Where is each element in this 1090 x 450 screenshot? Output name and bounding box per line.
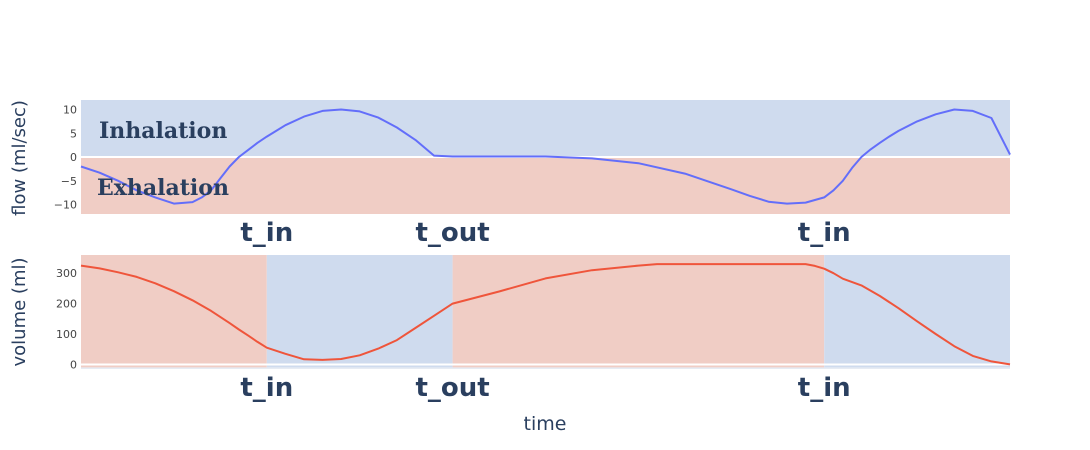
volume-event-label: t_out (415, 373, 489, 403)
flow-exhalation-region (81, 157, 1010, 214)
flow-series-line (80, 108, 1011, 205)
flow-y-tick-label: 10 (63, 104, 77, 117)
volume-y-tick-label: 0 (70, 358, 77, 371)
flow-inhalation-region (81, 100, 1010, 157)
volume-panel: 300 200 100 0 t_in t_out t_in (56, 255, 1011, 403)
volume-y-tick-label: 300 (56, 267, 77, 280)
volume-event-label: t_in (798, 373, 851, 403)
volume-exhalation-band-0 (81, 255, 267, 368)
inhalation-label: Inhalation (99, 118, 227, 144)
flow-y-axis-label: flow (ml/sec) (9, 100, 30, 216)
volume-inhalation-band-1 (266, 255, 453, 368)
flow-event-label: t_in (798, 218, 851, 248)
volume-y-tick-label: 200 (56, 298, 77, 311)
volume-baseline-band (81, 367, 1010, 369)
flow-event-label: t_in (240, 218, 293, 248)
exhalation-label: Exhalation (97, 175, 229, 201)
flow-y-tick-label: −5 (61, 175, 77, 188)
flow-event-label: t_out (415, 218, 489, 248)
volume-y-tick-label: 100 (56, 328, 77, 341)
volume-exhalation-band-2 (452, 255, 825, 368)
flow-panel: 10 5 0 −5 −10 t_in t_out t_in (54, 100, 1011, 248)
x-axis-label: time (524, 413, 567, 435)
volume-y-axis-label: volume (ml) (9, 258, 30, 367)
flow-y-tick-label: 5 (70, 127, 77, 140)
volume-inhalation-band-3 (824, 255, 1010, 368)
volume-series-line (80, 263, 1011, 366)
flow-y-tick-label: 0 (70, 151, 77, 164)
flow-y-tick-label: −10 (54, 199, 77, 212)
volume-event-label: t_in (240, 373, 293, 403)
